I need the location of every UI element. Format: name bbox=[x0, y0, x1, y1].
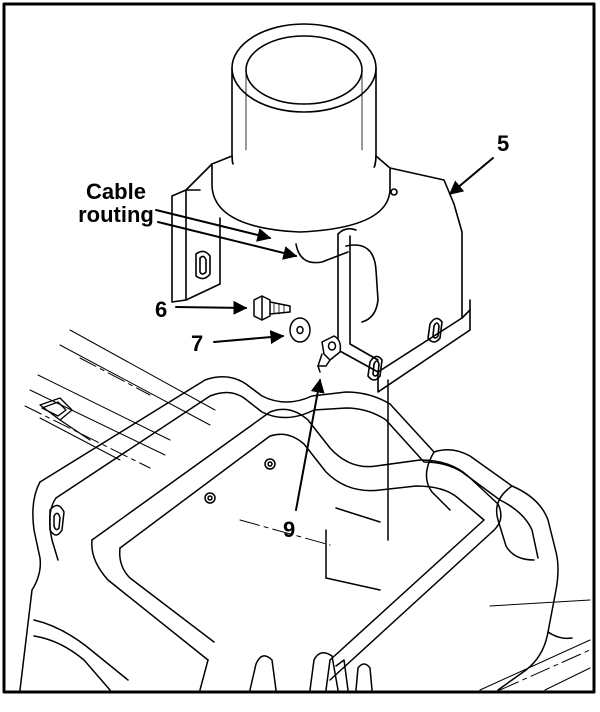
leader-part-6 bbox=[175, 300, 248, 315]
leader-part-7 bbox=[213, 330, 285, 345]
motor-bracket bbox=[171, 163, 471, 393]
part-9-label: 9 bbox=[283, 517, 296, 542]
part-5-label: 5 bbox=[497, 131, 510, 156]
part-7-label: 7 bbox=[191, 331, 204, 356]
part-6-label: 6 bbox=[155, 297, 168, 322]
bolt bbox=[253, 295, 291, 321]
leader-lines bbox=[155, 157, 494, 511]
background-lines bbox=[24, 329, 591, 691]
base-housing bbox=[19, 376, 573, 691]
cable-routing-label: Cable routing bbox=[78, 179, 154, 228]
leader-cable-routing-lower bbox=[157, 221, 298, 260]
leader-cable-routing-upper bbox=[155, 209, 272, 242]
left-bracket bbox=[39, 397, 91, 441]
ring-terminal bbox=[317, 335, 342, 373]
leader-part-5 bbox=[448, 157, 494, 195]
washer bbox=[289, 317, 311, 343]
leader-part-9 bbox=[295, 378, 325, 511]
motor-housing bbox=[211, 23, 391, 233]
